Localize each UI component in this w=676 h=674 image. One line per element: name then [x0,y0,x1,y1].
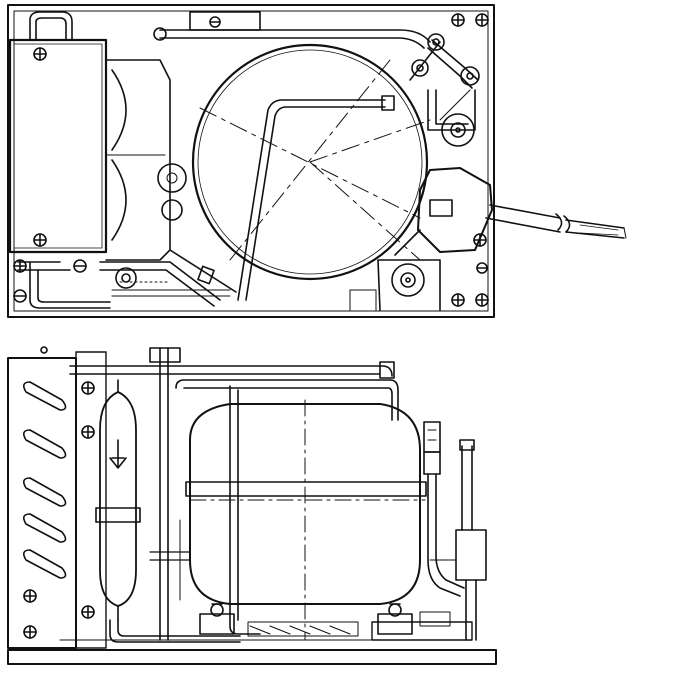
electrical-box [8,38,108,254]
terminal-clamp [429,199,453,217]
top-tube [69,365,393,377]
top-view [7,4,627,318]
fan-motor [161,199,183,221]
top-base-plate [7,4,495,318]
mount-screw-icon [23,589,37,603]
mount-screw-icon [33,47,47,61]
foot-mount [199,603,235,635]
bolt-icon [209,16,221,28]
top-tube-fitting [379,361,395,379]
tube-joint [115,267,137,289]
service-valve [455,529,487,581]
side-base-plate [7,649,497,665]
bolt-icon [473,233,487,247]
compressor-body [191,43,429,281]
suction-line [159,29,431,43]
foot-mount [377,603,413,635]
capillary-loop [17,261,111,309]
corner-bolt-icon [475,293,489,307]
pivot-icon [411,59,429,77]
corner-bolt-icon [451,293,465,307]
power-cable [489,204,561,219]
drier-clamp [95,507,141,523]
top-bracket [189,11,261,31]
corner-bolt-icon [475,13,489,27]
bolt-icon [13,289,27,303]
bolt-icon [73,259,87,273]
electrical-box-inner [13,43,103,249]
process-tube [427,473,461,597]
charging-tube [461,445,473,531]
fan-motor [157,163,187,193]
vertical-tube-b [175,379,399,421]
tube-fitting [381,95,395,111]
right-mount [377,259,441,311]
corner-bolt-icon [451,13,465,27]
side-view [7,346,497,665]
drier-tube [99,261,221,301]
compressor-band [185,481,427,497]
vertical-tube-a [159,347,169,641]
hook-bracket [29,11,73,41]
loop-tube [229,385,261,635]
process-valve [423,421,441,453]
mount-screw-icon [33,233,47,247]
fan-shroud [105,59,171,261]
fan-hatch [249,625,351,635]
mount-screw-icon [23,625,37,639]
filter-drier [99,391,137,607]
hook-bracket-inner [35,17,67,41]
compressor-shell [189,403,421,605]
discharge-tube [237,99,386,301]
fan-blade [111,159,127,241]
mount-screw-icon [81,425,95,439]
grommet-icon [441,113,475,147]
fan-blade [111,69,127,151]
process-valve [423,451,441,475]
mount-screw-icon [81,381,95,395]
lower-tube [109,619,241,643]
condenser-fins [22,381,67,579]
compressor-body-inner [197,49,423,275]
terminal-box [417,167,493,253]
flow-arrow-icon [109,439,127,469]
grommet-icon [391,263,425,297]
pivot-icon [460,66,480,86]
right-foot [371,621,473,641]
mount-screw-icon [81,605,95,619]
condenser-frame [75,351,107,649]
bolt-icon [13,259,27,273]
cable-break [555,213,571,233]
compressor-centerlines [199,59,431,261]
bolt-icon [476,262,488,274]
